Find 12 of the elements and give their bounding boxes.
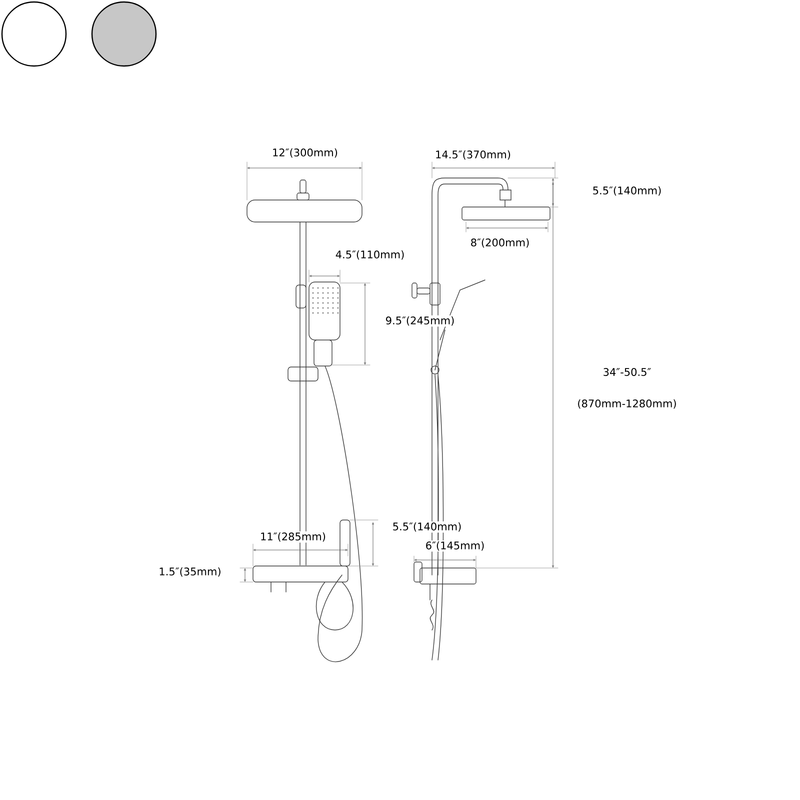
dimension-label: 11″(285mm) [259, 531, 327, 543]
dimension-label: 5.5″(140mm) [391, 521, 463, 533]
dimension-label: 12″(300mm) [271, 147, 339, 159]
dimension-label: (870mm-1280mm) [576, 398, 678, 410]
dimension-label: 8″(200mm) [469, 237, 531, 249]
dimension-label: 5.5″(140mm) [591, 185, 663, 197]
dimension-label: 9.5″(245mm) [384, 315, 456, 327]
dimension-label: 4.5″(110mm) [334, 249, 406, 261]
dimension-label: 1.5″(35mm) [158, 566, 222, 578]
dimension-label: 34″-50.5″ [602, 367, 652, 377]
dimension-label: 6″(145mm) [424, 540, 486, 552]
dimension-label: 14.5″(370mm) [434, 149, 512, 161]
